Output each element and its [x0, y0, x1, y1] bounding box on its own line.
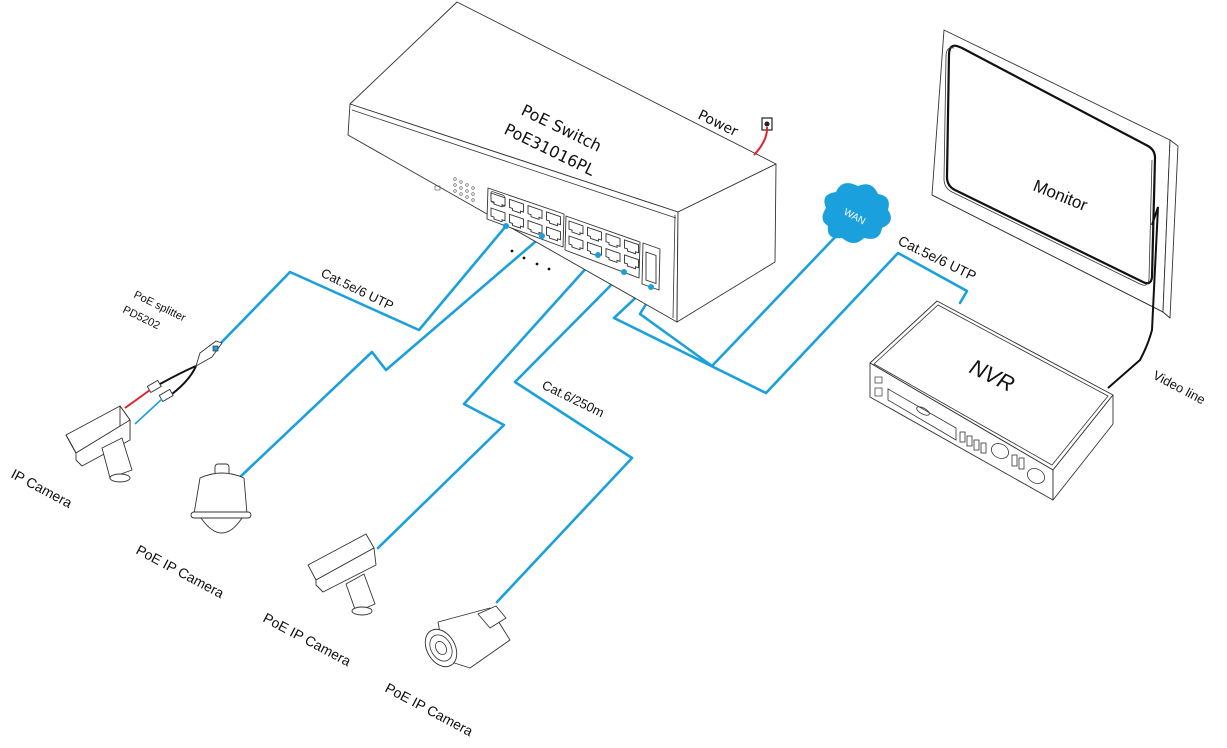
cable-wan: [638, 230, 842, 368]
cables: [215, 224, 969, 604]
ptz-speed-dome-camera: PoE IP Camera: [134, 463, 252, 602]
cable-bullet-camera: [495, 270, 634, 604]
rj45-port-3: [509, 198, 524, 214]
cable-speed-dome: [238, 234, 544, 479]
ip-camera-box: IP Camera: [9, 405, 133, 512]
rj45-port-10: [568, 235, 584, 251]
poe-box-camera: PoE IP Camera: [261, 533, 377, 670]
camera-2-label: PoE IP Camera: [134, 542, 227, 602]
rj45-port-4: [509, 213, 524, 229]
rj45-port-6: [527, 219, 543, 236]
camera-3-label: PoE IP Camera: [261, 610, 354, 670]
camera-1-label: IP Camera: [9, 466, 76, 512]
poe-splitter: PoE splitter PD5202: [121, 289, 223, 425]
rj45-port-11: [587, 226, 602, 242]
power-cable: [753, 126, 769, 156]
rj45-port-8: [546, 226, 561, 242]
nvr: NVR: [869, 300, 1114, 501]
cable-box-camera-2: [376, 253, 600, 550]
uplink-port: [645, 251, 657, 285]
rj45-port-2: [490, 207, 506, 223]
switch-led-panel: [434, 177, 475, 202]
monitor: Monitor: [931, 29, 1179, 319]
camera-4-label: PoE IP Camera: [383, 680, 476, 740]
rj45-port-13: [605, 232, 621, 249]
poe-switch: PoE Switch PoE31016PL Power: [347, 1, 777, 323]
cable-nvr: [612, 251, 969, 395]
poe-bullet-camera: PoE IP Camera: [383, 605, 511, 740]
rj45-port-9: [568, 220, 584, 236]
switch-port-grid: [490, 192, 657, 285]
rj45-port-14: [605, 247, 621, 264]
cat6-label: Cat.6/250m: [540, 377, 607, 420]
video-line-label: Video line: [1151, 367, 1208, 407]
rj45-port-15: [624, 239, 639, 255]
rj45-port-7: [546, 211, 561, 227]
rj45-port-1: [490, 192, 506, 208]
cable-ip-camera: [215, 224, 508, 349]
wan-cloud: WAN: [822, 183, 891, 243]
video-line-cable: [1107, 206, 1159, 389]
rj45-port-5: [527, 204, 543, 221]
rj45-port-16: [624, 254, 639, 270]
